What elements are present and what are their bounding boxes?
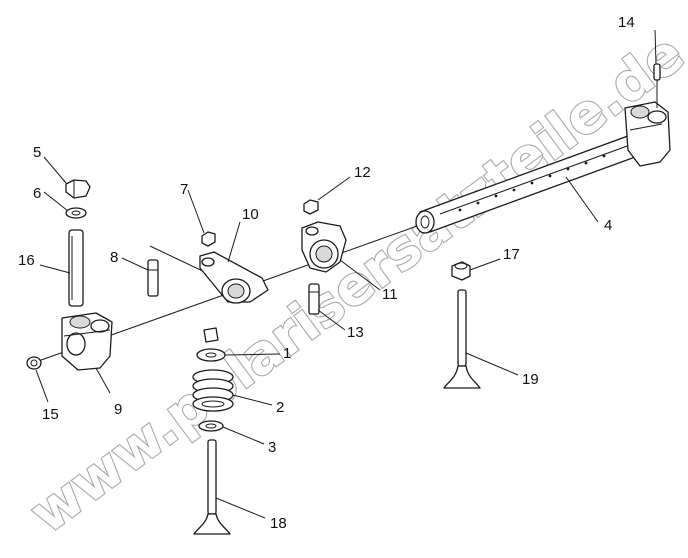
washer (65, 207, 87, 219)
adjuster-screw-exhaust (308, 283, 320, 315)
watermark: www.polarisersatzteile.de (18, 22, 688, 546)
pin (653, 63, 661, 108)
callout-5: 5 (33, 144, 41, 161)
callout-3: 3 (268, 439, 276, 456)
callout-2: 2 (276, 399, 284, 416)
rocker-arm-intake (199, 251, 269, 304)
plug (26, 356, 42, 370)
callout-10: 10 (242, 206, 259, 223)
callout-4: 4 (604, 217, 612, 234)
valve-intake (193, 439, 231, 535)
callout-6: 6 (33, 185, 41, 202)
callout-18: 18 (270, 515, 287, 532)
callout-1: 1 (283, 345, 291, 362)
callout-14: 14 (618, 14, 635, 31)
callout-11: 11 (382, 286, 398, 303)
callout-19: 19 (522, 371, 539, 388)
valve-keeper (451, 261, 471, 281)
spring-seat (198, 420, 224, 432)
adjuster-nut-intake (201, 231, 216, 247)
leader-lines (35, 29, 657, 519)
adjuster-screw-intake (147, 259, 159, 297)
callout-7: 7 (180, 181, 188, 198)
rocker-arm-exhaust (301, 221, 347, 273)
nut (65, 179, 91, 199)
rocker-shaft (415, 132, 647, 234)
valve-spring-retainer (196, 327, 226, 362)
callout-17: 17 (503, 246, 520, 263)
shaft-support-left (61, 312, 113, 371)
valve-spring (192, 369, 234, 412)
adjuster-nut-exhaust (303, 199, 319, 215)
callout-8: 8 (110, 249, 118, 266)
callout-9: 9 (114, 401, 122, 418)
callout-12: 12 (354, 164, 371, 181)
valve-exhaust (443, 289, 481, 389)
callout-16: 16 (18, 252, 35, 269)
callout-15: 15 (42, 406, 59, 423)
callout-13: 13 (347, 324, 364, 341)
stud (68, 229, 84, 307)
